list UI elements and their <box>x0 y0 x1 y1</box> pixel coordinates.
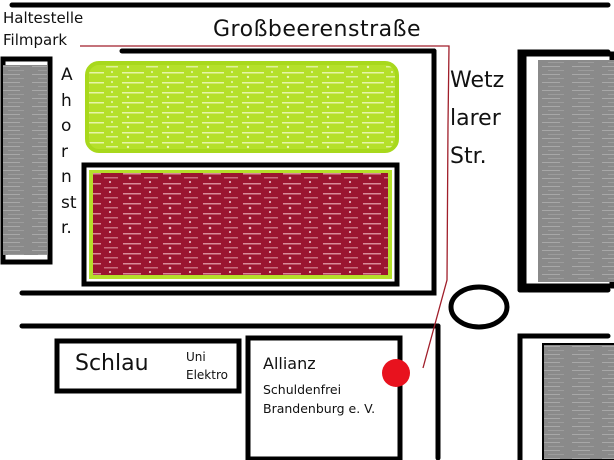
ahornstr-part: st <box>61 192 77 213</box>
stop-label-line2: Filmpark <box>3 31 68 49</box>
ahornstr-part: h <box>61 90 72 111</box>
green-area <box>85 61 399 153</box>
allianz-sub-line: Schuldenfrei <box>263 382 342 397</box>
ahornstr-part: A <box>61 65 73 85</box>
building-right-lower <box>542 343 614 460</box>
street-grossbeerenstrasse: Großbeerenstraße <box>213 17 422 42</box>
allianz-sub-line: Brandenburg e. V. <box>263 401 376 416</box>
destination-marker <box>382 359 410 387</box>
schlau-sub-line: Elektro <box>186 368 228 382</box>
schlau-name: Schlau <box>75 351 149 376</box>
building-allianz <box>245 335 403 460</box>
ahornstr-part: o <box>61 116 72 136</box>
road-block-border <box>19 48 437 296</box>
road-right-lower <box>517 333 611 460</box>
schlau-sub-line: Uni <box>186 350 206 364</box>
ahornstr-part: r <box>61 141 68 162</box>
allianz-name: Allianz <box>263 354 316 373</box>
road-lines <box>9 2 611 460</box>
red-area <box>93 173 388 275</box>
roundabout <box>448 284 510 330</box>
building-schlau <box>54 338 242 394</box>
ahornstr-part: r. <box>61 218 72 238</box>
route-line <box>80 45 450 369</box>
street-wetzlarer-str: Wetz larer Str. <box>450 62 504 176</box>
street-ahornstr: A h o r n st r. <box>61 63 77 242</box>
stop-label-line1: Haltestelle <box>3 9 84 27</box>
schlau-subtitle: Uni Elektro <box>186 348 228 384</box>
wetzlarer-part: Str. <box>450 144 487 169</box>
wetzlarer-part: larer <box>450 106 501 131</box>
ahornstr-part: n <box>61 167 72 187</box>
wetzlarer-part: Wetz <box>450 68 505 93</box>
allianz-subtitle: Schuldenfrei Brandenburg e. V. <box>263 380 375 418</box>
stop-label: Haltestelle Filmpark <box>3 7 83 51</box>
